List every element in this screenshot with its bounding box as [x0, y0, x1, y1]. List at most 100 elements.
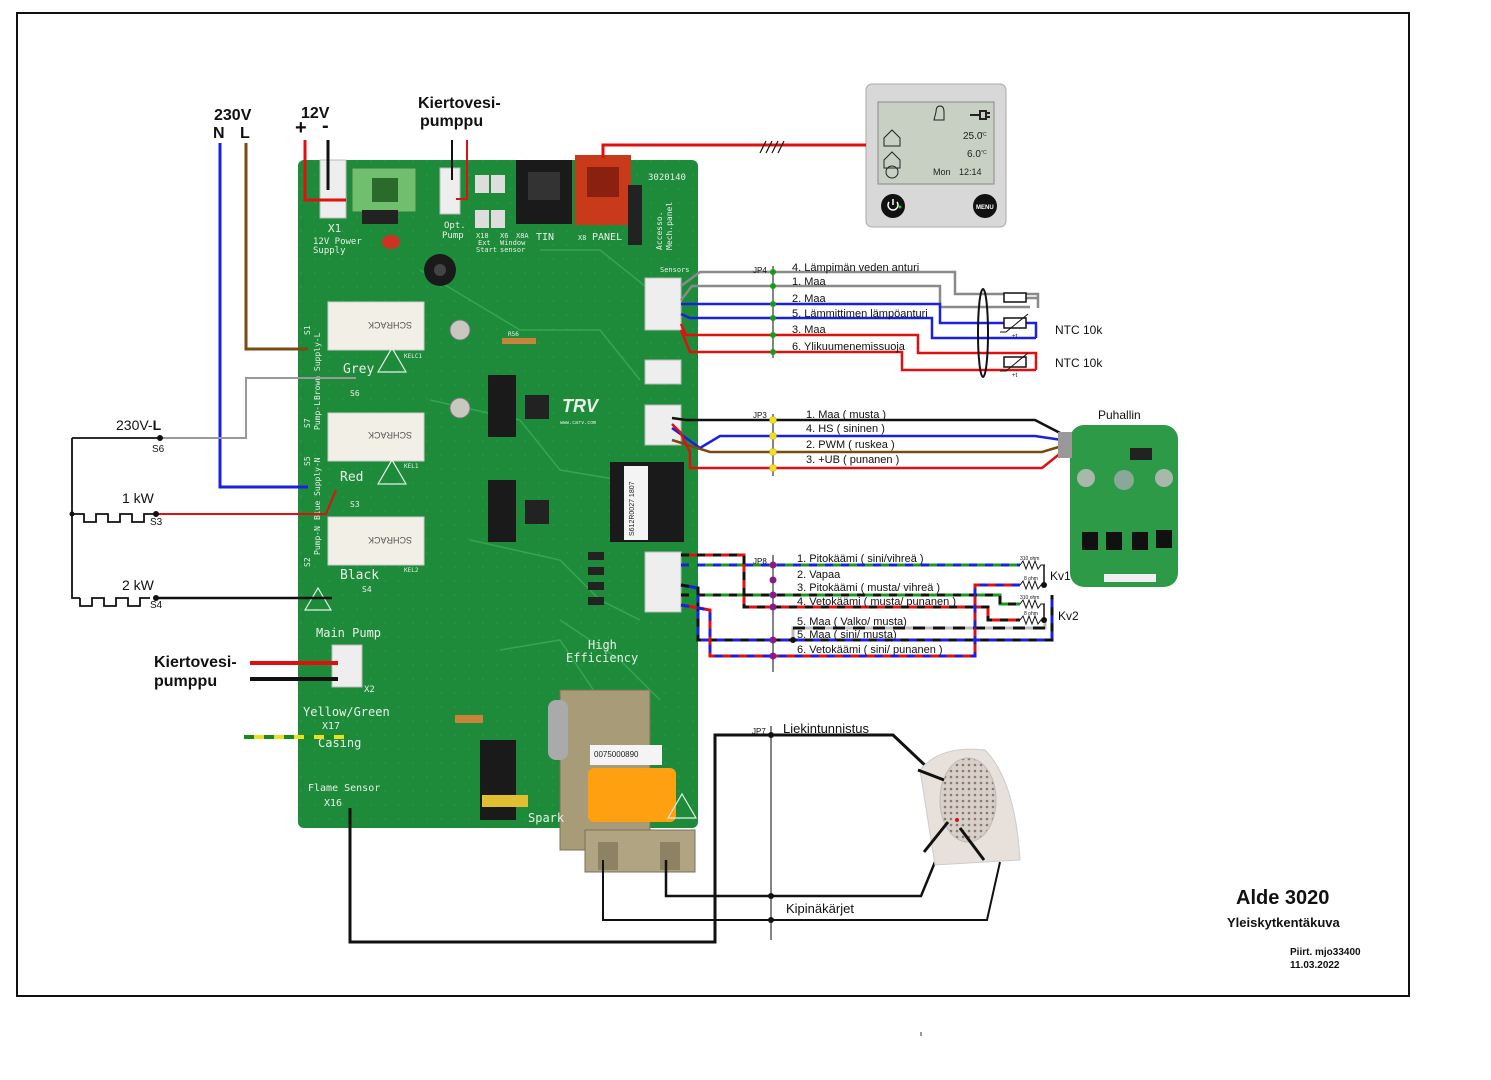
pcb-label-accessory: Accesso. [655, 211, 664, 250]
spark-wire-2 [602, 860, 1001, 921]
pcb-label-kel1: KEL1 [404, 463, 419, 470]
label-12v: 12V [301, 105, 330, 122]
fan-connector [644, 404, 682, 446]
jp8-wire-5b [680, 583, 1054, 642]
pcb-label-red: Red [340, 470, 363, 485]
barcode-label [624, 466, 648, 540]
flame-detection-label: Liekintunnistus [783, 721, 869, 736]
pcb-label-pump-n: Pump-N [313, 526, 322, 555]
jp3-wire-1 [671, 416, 1063, 436]
pcb-label-tin: TIN [536, 232, 554, 243]
pcb-label-s4: S4 [362, 585, 372, 594]
pcb-label-high: High [588, 638, 617, 652]
pcb-label-kelc1: KELC1 [404, 353, 422, 360]
label-minus: - [322, 115, 329, 137]
jp4-wire-3 [679, 323, 1038, 370]
coil-8-ohm-2 [1019, 614, 1045, 626]
mcu-chip [525, 395, 549, 419]
resistor-label-310b: 310 ohm [1020, 595, 1039, 601]
cable-bundle-mark [977, 288, 989, 378]
resistor-label-8b: 8 ohm [1024, 611, 1038, 617]
pcb-label-sensor: sensor [500, 246, 525, 254]
svg-text:SCHRACK: SCHRACK [368, 535, 412, 545]
svg-text:+t: +t [1012, 334, 1018, 340]
house-inside-icon [883, 129, 901, 147]
jp8-wire-label-1: 2. Vapaa [797, 569, 841, 581]
kv1-label: Kv1 [1050, 569, 1071, 583]
pcb-label-x8: X8 [578, 234, 586, 242]
resistor-label-8a: 8 ohm [1024, 576, 1038, 582]
multi-wire-mark [759, 140, 785, 154]
pcb-label-x8a: X8A [516, 232, 529, 240]
svg-text:SCHRACK: SCHRACK [368, 430, 412, 440]
jp3-wire-2 [671, 438, 1063, 454]
pcb-label-fan: Fan [664, 405, 679, 414]
pcb-label-blue-supply: Blue Supply-N [313, 457, 322, 520]
relay-kel2: SCHRACK [327, 516, 425, 566]
label-230v: 230V [214, 107, 252, 124]
ntc-thermistor-1: +t [1000, 313, 1029, 340]
pcb-label-s5: S5 [303, 456, 312, 466]
title-main: Alde 3020 [1236, 887, 1329, 909]
pcb-label-yellow-green: Yellow/Green [303, 705, 390, 719]
label-s3: S3 [150, 517, 163, 528]
pcb-label-black: Black [340, 568, 379, 583]
coil-8-ohm-1 [1019, 579, 1045, 591]
pcb-label-supply: Supply [313, 246, 346, 256]
bell-icon [933, 105, 945, 121]
pcb-label-main-pump: Main Pump [316, 626, 381, 640]
jp4-wire-6 [679, 329, 1036, 372]
label-pump-top-2: pumppu [420, 113, 483, 130]
pcb-label-kel2: KEL2 [404, 567, 419, 574]
jp4-wiring: +t +t [679, 266, 1040, 379]
jp3-wire-label-0: 1. Maa ( musta ) [806, 409, 886, 421]
svg-text:+t: +t [1012, 373, 1018, 379]
coil-310-ohm-2 [1019, 598, 1045, 610]
control-panel: 25.0 °C 6.0 °C Mon 12:14 MENU [865, 83, 1007, 228]
panel-unit-2: °C [981, 150, 987, 156]
heater-1kw [72, 513, 154, 523]
orange-sticker [588, 768, 676, 822]
label-2kw: 2 kW [122, 577, 155, 593]
sensors-connector [644, 277, 682, 331]
pcb-url: www.carv.com [560, 420, 596, 426]
fan-device-label: Puhallin [1098, 408, 1141, 422]
jp8-wire-label-2: 3. Pitokäämi ( musta/ vihreä ) [797, 582, 940, 594]
clock-icon [885, 165, 899, 179]
jp4-wire-5 [680, 312, 1036, 340]
jp4-label: JP4 [753, 266, 767, 275]
jp4-wire-label-4: 3. Maa [792, 324, 827, 336]
resistor-label-310a: 310 ohm [1020, 556, 1039, 562]
heater-2kw [79, 597, 150, 607]
jp7-wiring [348, 726, 1021, 944]
ntc-thermistor-2: +t [1000, 352, 1029, 379]
pcb-label-casing: Casing [318, 736, 361, 750]
jp8-wire-label-6: 6. Vetokäämi ( sini/ punanen ) [797, 644, 943, 656]
pcb-label-panel: PANEL [592, 232, 622, 243]
jp3-wire-label-2: 2. PWM ( ruskea ) [806, 439, 895, 451]
panel-day: Mon [933, 167, 951, 177]
jp4-wire-1 [680, 284, 1030, 309]
terminal-s6 [157, 435, 163, 441]
jp4-wire-label-0: 4. Lämpimän veden anturi [792, 262, 919, 274]
burner-head [917, 748, 1021, 866]
menu-button[interactable] [973, 194, 997, 218]
label-pump-left-1: Kiertovesi- [154, 654, 237, 671]
aux-connector [644, 359, 682, 385]
pcb-label-grey: Grey [343, 362, 374, 377]
mcu-chip-2 [525, 500, 549, 524]
diagram-frame [16, 12, 1410, 997]
jp8-wire-label-3: 4. Vetokäämi ( musta/ punanen ) [797, 596, 956, 608]
power-button[interactable] [881, 194, 905, 218]
diode [362, 210, 398, 224]
valve-connector [644, 551, 682, 613]
jp4-wire-label-3: 5. Lämmittimen lämpöanturi [792, 308, 928, 320]
jp3-wiring [671, 414, 1178, 587]
hazard-icon [376, 346, 408, 373]
jp4-wire-label-2: 2. Maa [792, 293, 827, 305]
jp3-wire-label-1: 4. HS ( sininen ) [806, 423, 885, 435]
varistor [382, 235, 400, 249]
relay-kel1: SCHRACK [327, 412, 425, 462]
jp7-label: JP7 [752, 727, 766, 736]
title-date: 11.03.2022 [1290, 960, 1340, 971]
